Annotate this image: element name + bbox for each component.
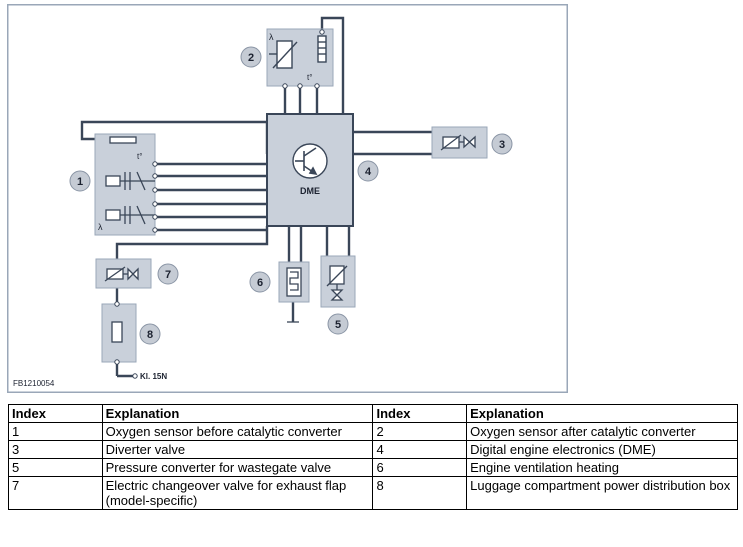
callout-7: 7 <box>157 263 179 285</box>
transistor-symbol <box>295 147 318 176</box>
table-row: 5 Pressure converter for wastegate valve… <box>8 458 738 477</box>
callout-4-label: 4 <box>365 166 372 178</box>
connector-dots-2 <box>282 29 325 89</box>
lambda-label-1: λ <box>98 222 103 232</box>
wires <box>80 16 435 378</box>
callout-4: 4 <box>357 160 379 182</box>
header-index: Index <box>8 404 103 423</box>
callout-7-label: 7 <box>165 269 171 281</box>
dme-label: DME <box>300 186 320 196</box>
callout-8-label: 8 <box>147 329 153 341</box>
temp-label-2: t° <box>307 73 312 82</box>
table-cell: 4 <box>372 440 468 459</box>
table-header-row: Index Explanation Index Explanation <box>8 404 738 423</box>
table-cell: 1 <box>8 422 103 441</box>
wiring-diagram: DME λ t° t° λ <box>7 4 568 393</box>
table-cell: Luggage compartment power distribution b… <box>466 476 738 510</box>
table-cell: 5 <box>8 458 103 477</box>
callout-1: 1 <box>69 170 91 192</box>
callout-3: 3 <box>491 133 513 155</box>
callout-2-label: 2 <box>248 52 254 64</box>
header-explanation-2: Explanation <box>466 404 738 423</box>
table-row: 1 Oxygen sensor before catalytic convert… <box>8 422 738 441</box>
valve-7-symbol <box>104 266 139 282</box>
transistor-icon <box>292 143 328 179</box>
connector-dots-8 <box>114 301 138 379</box>
table-cell: 7 <box>8 476 103 510</box>
table-cell: 2 <box>372 422 468 441</box>
lambda-label-2: λ <box>269 32 274 42</box>
table-cell: Diverter valve <box>101 440 374 459</box>
table-cell: 8 <box>372 476 468 510</box>
wiring-diagram-svg: DME λ t° t° λ <box>7 4 568 393</box>
table-row: 7 Electric changeover valve for exhaust … <box>8 476 738 510</box>
fuse-icon <box>111 321 123 343</box>
heater-6-symbol <box>286 267 302 323</box>
header-explanation: Explanation <box>101 404 374 423</box>
table-cell: Oxygen sensor before catalytic converter <box>101 422 374 441</box>
callout-5-label: 5 <box>335 319 341 331</box>
table-cell: Digital engine electronics (DME) <box>466 440 738 459</box>
table-cell: 6 <box>372 458 468 477</box>
table-cell: Engine ventilation heating <box>466 458 738 477</box>
table-cell: Oxygen sensor after catalytic converter <box>466 422 738 441</box>
callout-1-label: 1 <box>77 176 83 188</box>
dme-box <box>266 113 354 227</box>
figure-id: FB1210054 <box>13 379 55 388</box>
connector-dots-1 <box>152 161 158 233</box>
callout-6-label: 6 <box>257 277 263 289</box>
header-index-2: Index <box>372 404 468 423</box>
callout-2: 2 <box>240 46 262 68</box>
table-cell: Pressure converter for wastegate valve <box>101 458 374 477</box>
sensor-2-symbols <box>269 35 327 69</box>
terminal-label: Kl. 15N <box>140 372 167 381</box>
table-cell: Electric changeover valve for exhaust fl… <box>101 476 374 510</box>
converter-5-symbol <box>326 265 348 301</box>
callout-6: 6 <box>249 271 271 293</box>
legend-table: Index Explanation Index Explanation 1 Ox… <box>8 404 738 510</box>
callouts: 1 2 3 4 5 6 7 8 <box>69 46 513 345</box>
table-row: 3 Diverter valve 4 Digital engine electr… <box>8 440 738 459</box>
callout-3-label: 3 <box>499 139 505 151</box>
callout-5: 5 <box>327 313 349 335</box>
valve-3-symbol <box>440 134 476 151</box>
table-cell: 3 <box>8 440 103 459</box>
temp-label-1: t° <box>137 152 142 161</box>
sensor-1-lines <box>120 171 155 225</box>
callout-8: 8 <box>139 323 161 345</box>
